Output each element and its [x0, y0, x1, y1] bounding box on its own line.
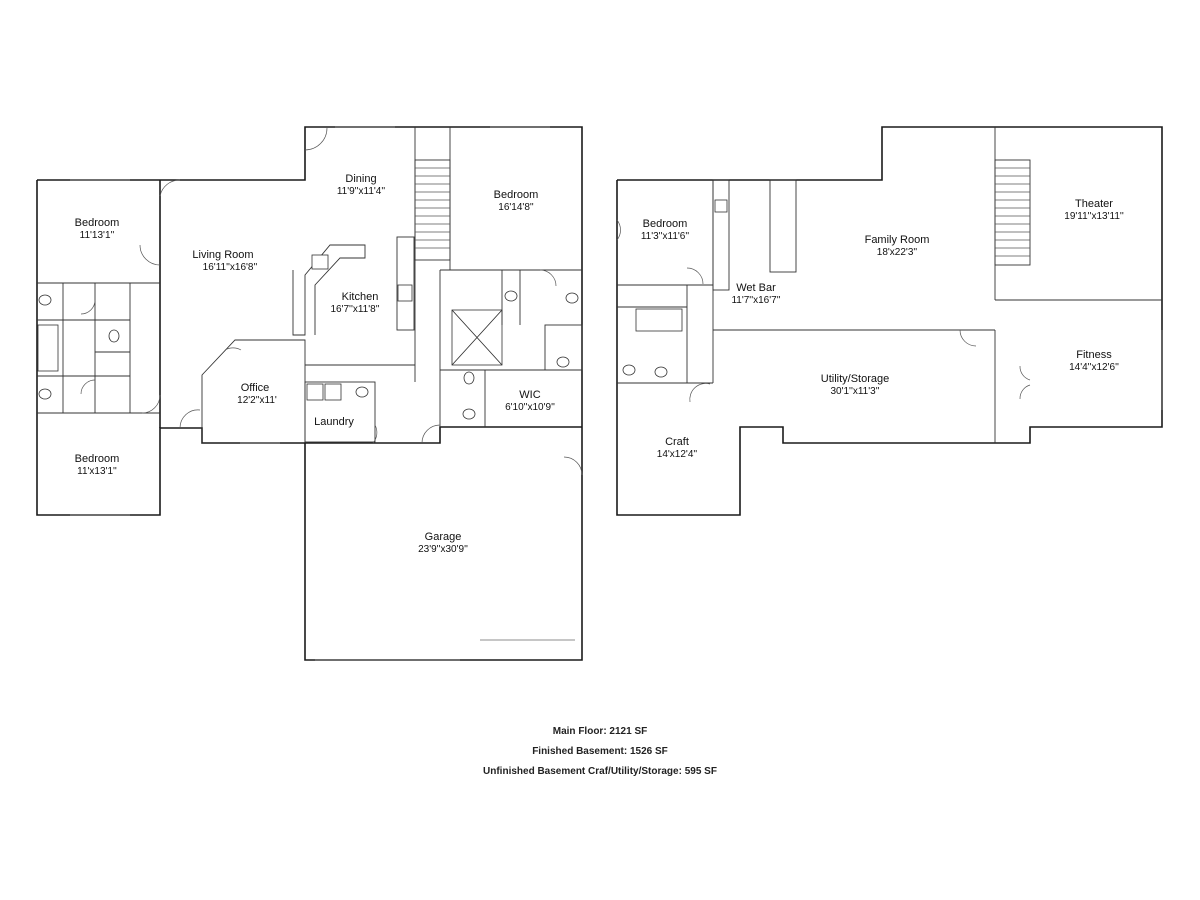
room-dimensions: 11'x13'1'': [77, 466, 117, 477]
room-labels: Bedroom 11'13'1'' Living Room 16'11''x16…: [75, 173, 1124, 555]
room-name: Kitchen: [342, 291, 379, 303]
room-name: Family Room: [865, 234, 930, 246]
room-dimensions: 23'9''x30'9'': [418, 544, 468, 555]
room-name: Bedroom: [643, 218, 688, 230]
room-name: Living Room: [192, 249, 253, 261]
room-dimensions: 12'2''x11': [237, 395, 277, 406]
room-dimensions: 18'x22'3'': [877, 247, 918, 258]
dryer: [324, 383, 342, 401]
room-dimensions: 30'1''x11'3'': [830, 386, 879, 397]
main-floor-area: Main Floor: 2121 SF: [552, 726, 648, 737]
basement-plan: [616, 126, 1163, 516]
room-dimensions: 11'9''x11'4'': [337, 186, 385, 197]
main-floor-plan: [36, 126, 583, 661]
kitchen-sink: [311, 254, 329, 270]
square-footage-summary: Main Floor: 2121 SF Finished Basement: 1…: [0, 722, 1200, 782]
room-name: Office: [241, 382, 270, 394]
room-dimensions: 11'3''x11'6'': [641, 231, 689, 242]
room-dimensions: 6'10''x10'9'': [505, 402, 555, 413]
unfinished-basement-area: Unfinished Basement Craf/Utility/Storage…: [483, 766, 717, 777]
bathtub: [37, 324, 59, 372]
sink: [38, 294, 52, 306]
bathtub: [635, 308, 683, 332]
room-dimensions: 14'x12'4'': [657, 449, 698, 460]
room-name: Utility/Storage: [821, 373, 889, 385]
washer: [306, 383, 324, 401]
wet-bar-counter: [712, 179, 730, 291]
room-name: Garage: [425, 531, 462, 543]
basement-outer-wall: [616, 126, 1163, 516]
room-name: Wet Bar: [736, 282, 776, 294]
sink: [38, 388, 52, 400]
room-dimensions: 19'11''x13'11'': [1064, 211, 1124, 222]
room-name: Craft: [665, 436, 689, 448]
stove: [397, 284, 413, 302]
room-dimensions: 14'4''x12'6'': [1069, 362, 1119, 373]
room-name: Theater: [1075, 198, 1113, 210]
room-name: Laundry: [314, 416, 354, 428]
room-dimensions: 16'14'8'': [498, 202, 534, 213]
room-name: Bedroom: [75, 217, 120, 229]
room-dimensions: 16'7''x11'8'': [330, 304, 379, 315]
room-dimensions: 16'11''x16'8'': [203, 262, 258, 273]
room-name: Dining: [345, 173, 376, 185]
room-name: Bedroom: [75, 453, 120, 465]
main-floor-staircase: [414, 159, 451, 261]
room-name: WIC: [519, 389, 540, 401]
room-name: Bedroom: [494, 189, 539, 201]
finished-basement-area: Finished Basement: 1526 SF: [532, 746, 668, 757]
toilet: [108, 329, 120, 343]
kitchen-counter: [292, 244, 366, 336]
bar-island: [769, 179, 797, 273]
room-dimensions: 11'13'1'': [80, 230, 115, 241]
room-name: Fitness: [1076, 349, 1112, 361]
basement-staircase: [994, 159, 1031, 266]
room-dimensions: 11'7''x16'7'': [731, 295, 780, 306]
